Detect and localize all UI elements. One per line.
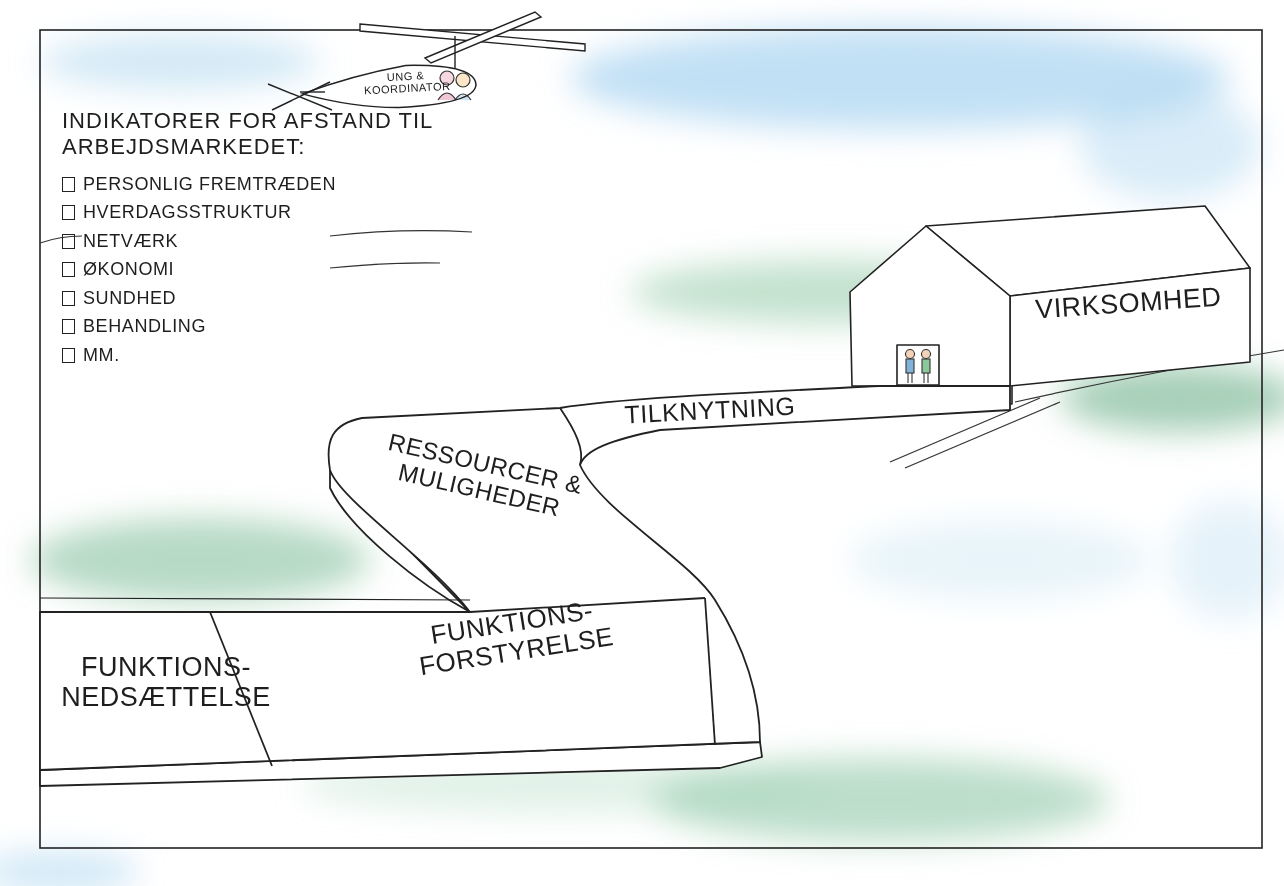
frame (40, 30, 1262, 848)
checklist-item: SUNDHED (83, 288, 176, 309)
node-label: VIRKSOMHED (1016, 280, 1242, 326)
checkbox (62, 348, 75, 363)
node-label: FUNKTIONS- FORSTYRELSE (366, 586, 662, 689)
checklist-row: BEHANDLING (62, 313, 422, 342)
house (850, 206, 1250, 404)
company-building: VIRKSOMHED (1010, 264, 1249, 390)
helicopter-body: UNG & KOORDINATOR (299, 59, 479, 114)
checklist-row: ØKONOMI (62, 256, 422, 285)
checkbox (62, 177, 75, 192)
node-label: FUNKTIONS- NEDSÆTTELSE (48, 652, 284, 712)
checklist-row: PERSONLIG FREMTRÆDEN (62, 170, 422, 199)
checkbox (62, 291, 75, 306)
checkbox (62, 262, 75, 277)
road-segment: TILKNYTNING (587, 382, 833, 445)
checklist-row: MM. (62, 341, 422, 370)
helicopter (268, 12, 585, 110)
indicator-list: PERSONLIG FREMTRÆDEN HVERDAGSSTRUKTUR NETV… (62, 170, 422, 370)
road-segment: FUNKTIONS- NEDSÆTTELSE (44, 648, 284, 738)
checkbox (62, 319, 75, 334)
checklist-row: SUNDHED (62, 284, 422, 313)
checkbox (62, 205, 75, 220)
checklist-row: HVERDAGSSTRUKTUR (62, 199, 422, 228)
checkbox (62, 234, 75, 249)
watercolor-wash (0, 26, 1284, 886)
checklist-row: NETVÆRK (62, 227, 422, 256)
checklist-item: NETVÆRK (83, 231, 178, 252)
checklist-item: BEHANDLING (83, 316, 206, 337)
road (40, 386, 1010, 786)
checklist-item: MM. (83, 345, 120, 366)
checklist-item: HVERDAGSSTRUKTUR (83, 202, 292, 223)
helicopter-hull (301, 62, 477, 113)
node-label: UNG & KOORDINATOR (363, 68, 448, 97)
people-at-door (906, 350, 931, 384)
checklist-item: ØKONOMI (83, 259, 174, 280)
node-label: TILKNYTNING (587, 390, 832, 431)
checklist-item: PERSONLIG FREMTRÆDEN (83, 174, 336, 195)
indicator-heading: INDIKATORER FOR AFSTAND TIL ARBEJDSMARKE… (62, 108, 462, 160)
